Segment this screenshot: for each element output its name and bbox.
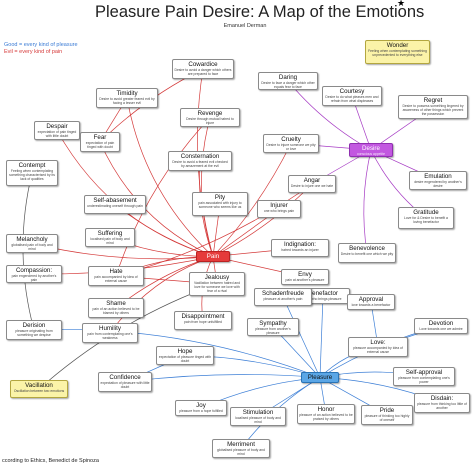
edge-pleasure-schadenfreude (282, 296, 321, 378)
edge-pleasure-derision (33, 328, 321, 378)
node-disdain[interactable]: Disdain:pleasure from thinking too littl… (414, 393, 470, 413)
edge-pain-revenge (201, 117, 214, 257)
edge-pain-timidity (126, 97, 214, 257)
source-credit: ccording to Ethics, Benedict de Spinoza (2, 458, 99, 464)
node-pleasure[interactable]: Pleasure (301, 372, 339, 383)
star-icon: ★ (397, 0, 406, 8)
edge-hate-revenge (115, 117, 211, 277)
edge-pleasure-benefactor (319, 295, 325, 378)
edge-pain-cruelty (212, 143, 292, 257)
node-love[interactable]: Love:pleasure accompanied by idea of ext… (348, 337, 408, 357)
node-indignation[interactable]: Indignation:hatred towards an injurer (271, 239, 329, 257)
page-title: Pleasure Pain Desire: A Map of the Emoti… (95, 3, 425, 21)
node-pain[interactable]: Pain (196, 251, 230, 262)
node-compassion[interactable]: Compassion:pain engendered by another's … (6, 265, 62, 283)
legend-evil: Evil = every kind of pain (4, 49, 63, 55)
edge-desire-benevolence (363, 149, 372, 254)
legend-good: Good = every kind of pleasure (4, 42, 78, 48)
edge-pleasure-confidence (124, 374, 321, 384)
author-name: Emanuel Derman (223, 23, 267, 29)
edge-pain-anger (212, 183, 313, 257)
